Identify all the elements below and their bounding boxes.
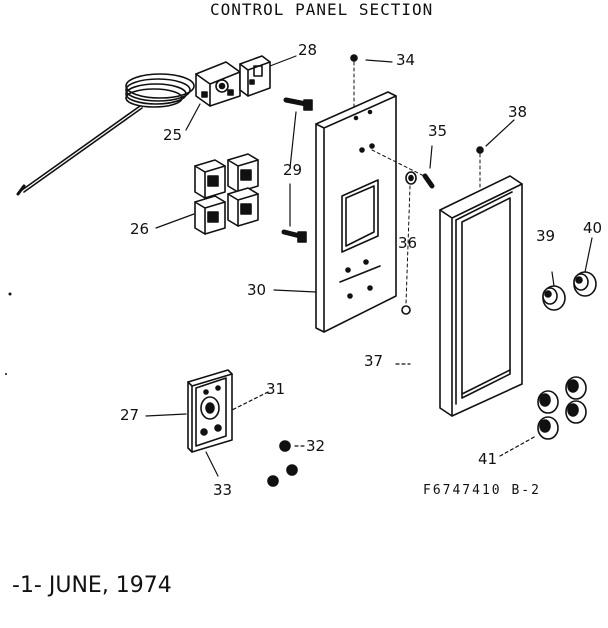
callout-34: 34 (396, 51, 416, 69)
callout-39: 39 (536, 227, 556, 245)
thermostat-part (16, 61, 241, 196)
callout-26: 26 (130, 220, 150, 238)
callout-36: 36 (398, 234, 418, 252)
bushing-part (401, 171, 417, 315)
nut-part (267, 440, 298, 487)
screw-34-part (350, 54, 358, 111)
callout-40: 40 (583, 219, 603, 237)
callout-41: 41 (478, 450, 498, 468)
screw-part (281, 97, 313, 243)
screw-38-part (476, 146, 484, 191)
knob-39-part (542, 285, 566, 311)
callout-32: 32 (306, 437, 326, 455)
drawing-code: F6747410 B-2 (423, 483, 541, 498)
callout-29: 29 (283, 161, 303, 179)
diagram-title: CONTROL PANEL SECTION (210, 0, 434, 19)
callout-27: 27 (120, 406, 140, 424)
switch-plate-part (187, 369, 233, 453)
screw-35-part (371, 149, 435, 189)
callout-37: 37 (364, 352, 384, 370)
scan-marks (5, 292, 12, 375)
knob-41-part (537, 376, 587, 440)
date-line: -1- JUNE, 1974 (12, 573, 172, 598)
callout-35: 35 (428, 122, 448, 140)
callout-25: 25 (163, 126, 183, 144)
callout-38: 38 (508, 103, 528, 121)
callout-33: 33 (213, 481, 233, 499)
callout-31: 31 (266, 380, 286, 398)
leader-lines (145, 55, 593, 477)
control-panel-part (315, 91, 397, 333)
switch-block-part (194, 153, 259, 235)
knob-40-part (573, 271, 597, 297)
frame-part (439, 175, 523, 417)
callout-28: 28 (298, 41, 318, 59)
bracket-part (239, 55, 271, 97)
callout-30: 30 (247, 281, 267, 299)
